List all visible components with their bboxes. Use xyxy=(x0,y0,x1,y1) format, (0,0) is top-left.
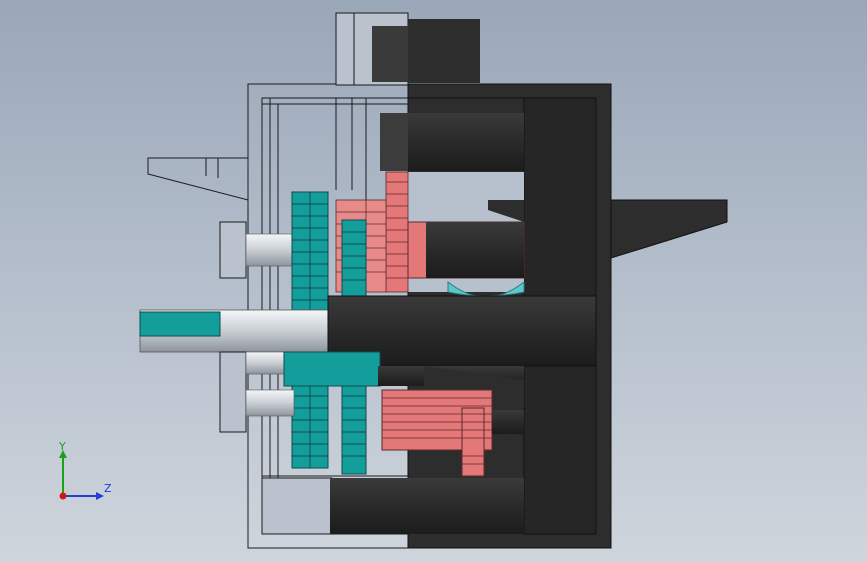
gear-salmon-lower xyxy=(381,366,524,477)
z-axis-label: Z xyxy=(104,482,112,495)
bottom-shaft xyxy=(261,477,524,535)
top-boss xyxy=(335,12,480,86)
left-mounting-foot xyxy=(147,157,249,201)
gear-salmon-upper xyxy=(335,171,525,293)
upper-shaft xyxy=(380,113,524,171)
upper-left-shaft xyxy=(219,221,295,279)
input-shaft xyxy=(139,295,597,367)
y-axis-label: Y xyxy=(58,440,66,453)
bearing xyxy=(447,280,525,298)
axis-triad: Y Z xyxy=(58,440,112,500)
y-axis-arrow xyxy=(59,450,67,458)
z-axis-arrow xyxy=(96,492,104,500)
origin-dot xyxy=(59,492,67,500)
